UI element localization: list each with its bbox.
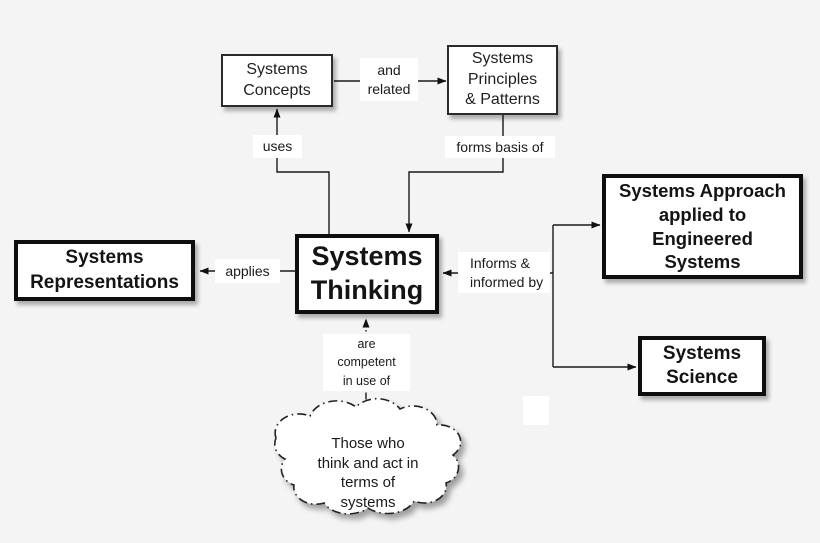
- edge-label-and-related: and related: [360, 58, 418, 101]
- cloud-text-those-who: Those who think and act in terms of syst…: [317, 435, 419, 511]
- edge-label-applies: applies: [215, 259, 280, 283]
- node-systems-concepts: Systems Concepts: [221, 54, 333, 107]
- node-systems-representations: Systems Representations: [14, 240, 195, 301]
- edge-label-uses: uses: [253, 135, 302, 158]
- edge-label-are-competent-in-use-of: are competent in use of: [323, 334, 410, 391]
- thought-cloud: [274, 397, 462, 515]
- node-systems-principles-patterns: Systems Principles & Patterns: [447, 45, 558, 115]
- node-systems-thinking: Systems Thinking: [295, 234, 439, 314]
- edge-label-informs-informed-by: Informs & informed by: [458, 252, 550, 293]
- blank-label-patch: [523, 396, 549, 425]
- node-systems-approach-engineered: Systems Approach applied to Engineered S…: [602, 174, 803, 279]
- node-systems-science: Systems Science: [638, 336, 766, 396]
- edge-label-forms-basis-of: forms basis of: [445, 136, 555, 158]
